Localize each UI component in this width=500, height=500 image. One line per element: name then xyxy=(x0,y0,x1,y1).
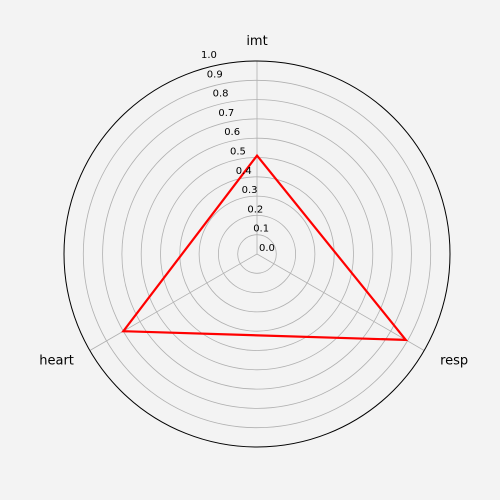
axis-label-resp: resp xyxy=(440,354,468,369)
axis-spokes xyxy=(89,61,425,351)
radial-tick-label: 0.1 xyxy=(253,224,269,235)
radial-tick-label: 0.0 xyxy=(259,243,275,254)
radial-tick-label: 0.6 xyxy=(224,127,240,138)
axis-label-imt: imt xyxy=(246,34,267,49)
series-line xyxy=(121,153,409,342)
outer-circle xyxy=(63,60,451,448)
radial-tick-label: 0.5 xyxy=(230,147,246,158)
radial-tick-label: 0.2 xyxy=(247,204,263,215)
axis-labels: imt resp heart xyxy=(39,34,468,369)
radial-tick-label: 0.4 xyxy=(236,166,252,177)
data-series xyxy=(121,153,409,342)
radial-tick-label: 0.9 xyxy=(207,69,223,80)
axis-label-heart: heart xyxy=(39,354,74,369)
axis-spoke xyxy=(89,253,258,351)
radial-tick-labels: 0.0 0.1 0.2 0.3 0.4 0.5 0.6 0.7 0.8 0.9 1.0 xyxy=(201,50,275,254)
radial-tick-label: 0.7 xyxy=(218,108,234,119)
radial-tick-label: 0.3 xyxy=(242,185,258,196)
radial-tick-label: 1.0 xyxy=(201,50,217,61)
axis-spoke xyxy=(256,253,425,351)
radial-tick-label: 0.8 xyxy=(213,89,229,100)
